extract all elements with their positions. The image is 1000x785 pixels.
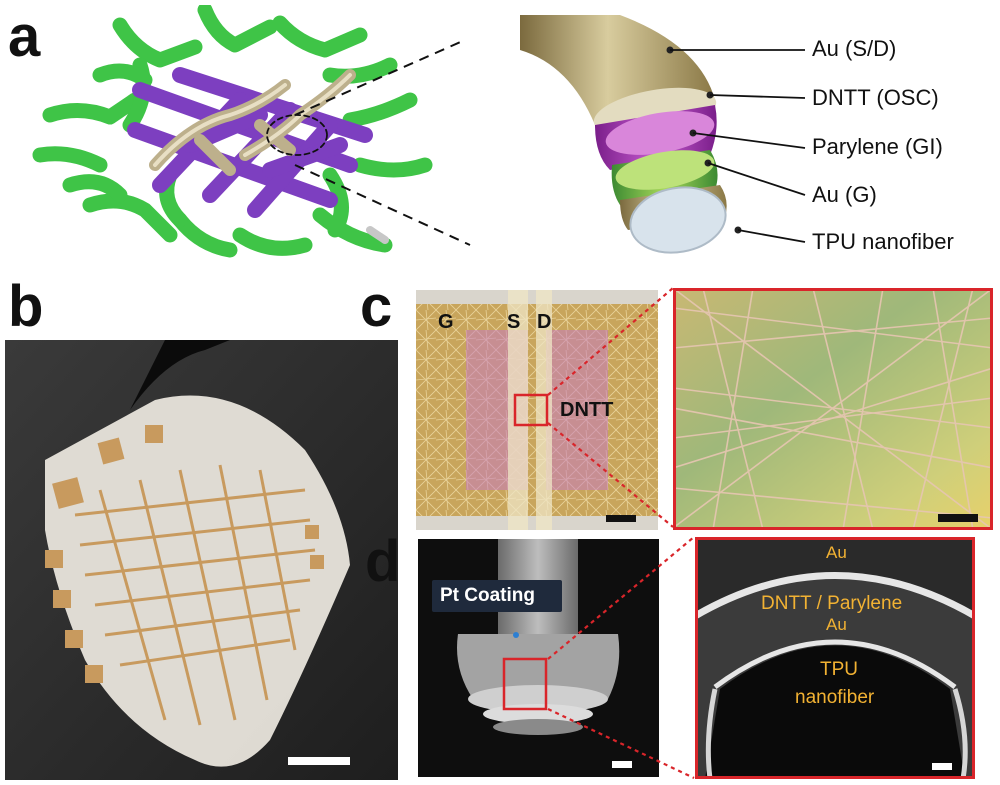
fiber-layer-illustration — [520, 15, 742, 254]
label-drain: D — [537, 311, 552, 333]
panel-a-letter: a — [8, 4, 41, 69]
sem-cross-section-image — [695, 537, 975, 779]
layer-label-parylene-gi: Parylene (GI) — [812, 134, 943, 159]
pt-coating-label: Pt Coating — [440, 585, 535, 606]
layer-label-dntt-osc: DNTT (OSC) — [812, 85, 939, 110]
zoomed-fiber-image — [673, 288, 993, 530]
sem-fiber-image — [418, 539, 659, 777]
label-source: S — [507, 311, 521, 333]
pt-coating-callout: Pt Coating — [432, 580, 562, 612]
label-gate: G — [438, 311, 454, 333]
label-dntt: DNTT — [560, 399, 614, 421]
sem-label-nanofiber: nanofiber — [795, 687, 875, 708]
zoom-lines-d — [547, 536, 695, 779]
layer-leader-lines — [670, 49, 806, 243]
transistor-optical-image — [416, 290, 658, 530]
panel-c-letter: c — [360, 274, 393, 339]
device-mesh-illustration — [32, 5, 433, 258]
panel-d-letter: d — [365, 529, 401, 594]
layer-label-tpu-nanofiber: TPU nanofiber — [812, 229, 954, 254]
panel-b-letter: b — [8, 274, 44, 339]
layer-label-au-sd: Au (S/D) — [812, 36, 897, 61]
zoom-lines-c — [547, 287, 674, 528]
sem-label-dntt-parylene: DNTT / Parylene — [761, 593, 903, 614]
zoom-lines — [294, 39, 471, 246]
device-photo — [5, 340, 398, 780]
sem-label-au-bottom: Au — [826, 615, 847, 634]
layer-label-au-g: Au (G) — [812, 182, 877, 207]
sem-label-tpu: TPU — [820, 659, 858, 680]
sem-label-au-top: Au — [826, 543, 847, 562]
